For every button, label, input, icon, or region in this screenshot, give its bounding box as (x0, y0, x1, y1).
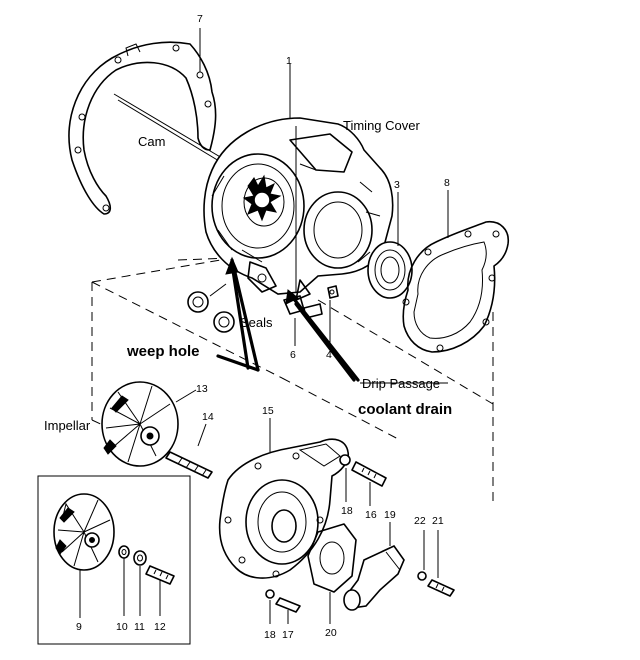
inset-box (37, 475, 191, 645)
part-number-22: 22 (414, 515, 426, 527)
cam-leader-lower (117, 99, 225, 165)
part-number-1: 1 (286, 55, 292, 67)
part-number-10: 10 (116, 621, 128, 633)
part-number-17: 17 (282, 629, 294, 641)
part-number-15: 15 (262, 405, 274, 417)
part-number-11: 11 (134, 621, 145, 633)
pump-gasket-part-8 (402, 220, 510, 353)
part-number-6: 6 (290, 349, 296, 361)
timing-cover-label: Timing Cover (343, 118, 420, 133)
impellar-label: Impellar (44, 418, 91, 433)
outlet-gasket-part-20 (307, 523, 357, 593)
part-number-18b: 18 (264, 629, 276, 641)
timing-cover-part-1 (203, 117, 394, 301)
impeller-part-13 (101, 381, 179, 467)
drip-passage-arrows (285, 289, 360, 382)
part-number-21: 21 (432, 515, 444, 527)
part-number-18a: 18 (341, 505, 353, 517)
part-number-16: 16 (365, 509, 377, 521)
bolt-part-16 (339, 454, 387, 487)
part-number-7: 7 (197, 13, 203, 25)
part-number-8: 8 (444, 177, 450, 189)
bolt-part-21 (417, 571, 455, 597)
weep-hole-arrows (216, 256, 260, 372)
timing-gasket-part-7 (68, 41, 217, 215)
part-number-14: 14 (202, 411, 214, 423)
outlet-elbow-part-19 (343, 544, 405, 611)
part-number-20: 20 (325, 627, 337, 639)
leader-13 (175, 389, 197, 403)
bolt-part-17 (265, 589, 301, 613)
large-seal-part-3 (367, 241, 413, 299)
pump-housing-part-15 (218, 438, 350, 579)
part-number-4: 4 (326, 349, 332, 361)
part-number-3: 3 (394, 179, 400, 191)
small-seals (187, 283, 235, 333)
weep-hole-label: weep hole (126, 343, 200, 360)
part-number-12: 12 (154, 621, 166, 633)
part-number-19: 19 (384, 509, 396, 521)
part-number-13: 13 (196, 383, 208, 395)
part-number-9: 9 (76, 621, 82, 633)
shaft-part-14 (165, 451, 213, 479)
cam-label: Cam (138, 134, 165, 149)
leader-14 (197, 423, 207, 447)
cam-leader-upper (113, 93, 223, 159)
coolant-drain-label: coolant drain (358, 401, 452, 418)
